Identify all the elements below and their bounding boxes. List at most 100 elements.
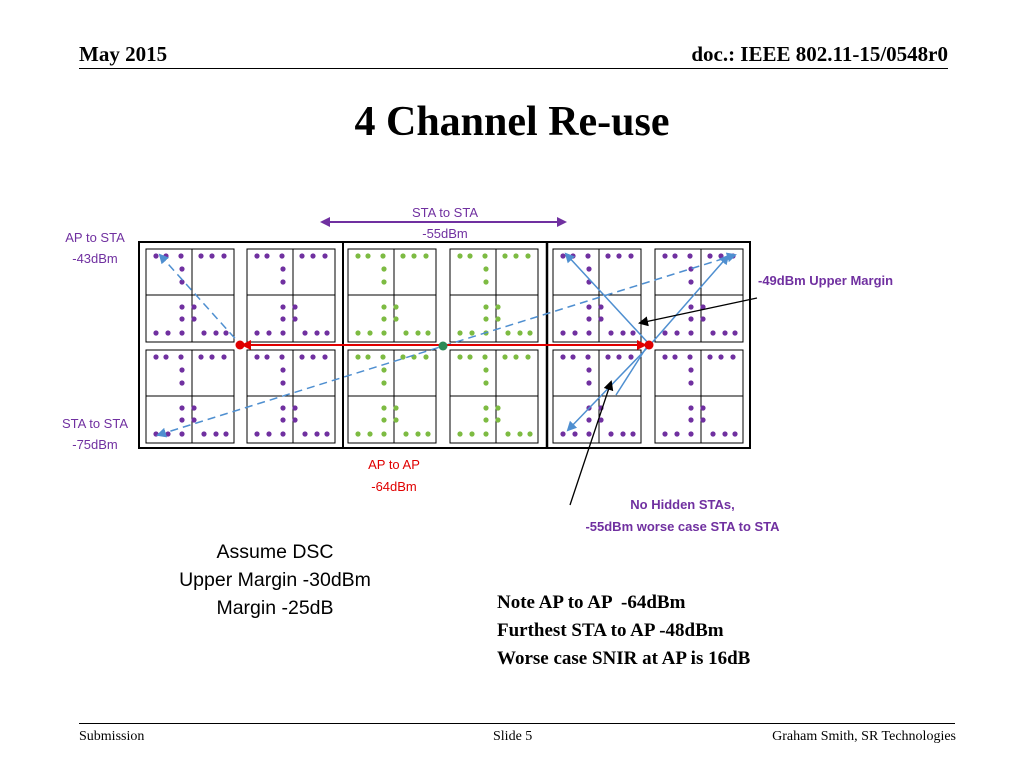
sta-dot — [560, 253, 566, 259]
sta-dot — [365, 253, 371, 259]
sta-dot — [280, 316, 286, 322]
sta-dot — [688, 431, 694, 437]
note-text: Note AP to AP -64dBm Furthest STA to AP … — [497, 589, 750, 673]
sta-dot — [324, 431, 330, 437]
footer-submission: Submission — [79, 729, 145, 744]
sta-dot — [381, 279, 387, 285]
sta-dot — [393, 304, 399, 310]
sta-dot — [153, 354, 159, 360]
header-doc-id: doc.: IEEE 802.11-15/0548r0 — [691, 42, 948, 66]
sta-dot — [505, 431, 511, 437]
sta-dot — [292, 316, 298, 322]
sta-dot — [620, 330, 626, 336]
note-line-1: Note AP to AP -64dBm — [497, 592, 686, 613]
sta-dot — [710, 431, 716, 437]
sta-dot — [598, 316, 604, 322]
sta-dot — [292, 304, 298, 310]
sta-dot — [213, 330, 219, 336]
sta-dot — [280, 431, 286, 437]
sta-dot — [483, 380, 489, 386]
ap-to-ap-label-1: AP to AP — [368, 457, 420, 472]
sta-dot — [469, 330, 475, 336]
sta-dot — [381, 417, 387, 423]
sta-dot — [209, 253, 215, 259]
sta-dot — [191, 304, 197, 310]
ap-to-sta-line — [158, 253, 241, 345]
header-date: May 2015 — [79, 42, 168, 66]
sta-dot — [467, 253, 473, 259]
sta-dot — [560, 354, 566, 360]
sta-dot — [163, 253, 169, 259]
sta-dot — [381, 316, 387, 322]
sta-dot — [425, 431, 431, 437]
sta-dot — [469, 431, 475, 437]
sta-dot — [483, 304, 489, 310]
sta-dot — [586, 330, 592, 336]
sta-dot — [517, 330, 523, 336]
assumption-text: Assume DSC Upper Margin -30dBm Margin -2… — [140, 538, 410, 622]
sta-to-sta-left-label-2: -75dBm — [72, 437, 118, 452]
ap-left — [235, 340, 245, 350]
sta-dot — [605, 354, 611, 360]
sta-dot — [674, 431, 680, 437]
note-line-3: Worse case SNIR at AP is 16dB — [497, 648, 751, 669]
ap-right — [644, 340, 654, 350]
sta-dot — [179, 431, 185, 437]
sta-dot — [393, 316, 399, 322]
sta-dot — [620, 431, 626, 437]
sta-dot — [700, 405, 706, 411]
sta-dot — [153, 330, 159, 336]
sta-dot — [324, 330, 330, 336]
header-rule — [79, 68, 948, 69]
sta-dot — [165, 330, 171, 336]
sta-dot — [393, 405, 399, 411]
sta-dot — [722, 330, 728, 336]
sta-dot — [483, 431, 489, 437]
sta-dot — [605, 253, 611, 259]
sta-dot — [495, 304, 501, 310]
sta-dot — [178, 354, 184, 360]
sta-dot — [586, 316, 592, 322]
sta-dot — [482, 253, 488, 259]
sta-dot — [572, 330, 578, 336]
assume-line-2: Upper Margin -30dBm — [179, 569, 371, 591]
sta-dot — [457, 354, 463, 360]
sta-dot — [367, 330, 373, 336]
sta-dot — [153, 431, 159, 437]
blue-arrow-2 — [649, 254, 730, 346]
no-hidden-label-1: No Hidden STAs, — [630, 497, 735, 512]
slide-title: 4 Channel Re-use — [354, 99, 670, 145]
sta-dot — [280, 304, 286, 310]
footer-author: Graham Smith, SR Technologies — [772, 729, 956, 744]
sta-dot — [662, 330, 668, 336]
sta-dot — [310, 253, 316, 259]
sta-dot — [322, 354, 328, 360]
sta-dot — [687, 253, 693, 259]
sta-dot — [662, 253, 668, 259]
sta-dot — [513, 354, 519, 360]
sta-dot — [264, 354, 270, 360]
upper-margin-pointer — [638, 297, 758, 327]
note-line-2: Furthest STA to AP -48dBm — [497, 620, 724, 641]
sta-dot — [254, 253, 260, 259]
sta-dot — [280, 405, 286, 411]
sta-dot — [381, 431, 387, 437]
sta-dot — [672, 253, 678, 259]
sta-dot — [425, 330, 431, 336]
sta-dot — [266, 330, 272, 336]
sta-dot — [630, 330, 636, 336]
sta-dot — [179, 405, 185, 411]
sta-dot — [280, 417, 286, 423]
sta-to-sta-left-label-1: STA to STA — [62, 416, 128, 431]
sta-dot — [179, 266, 185, 272]
sta-dot — [560, 330, 566, 336]
footer-slide-number: Slide 5 — [493, 729, 533, 744]
sta-dot — [280, 279, 286, 285]
ap-middle — [438, 341, 448, 351]
sta-dot — [525, 253, 531, 259]
sta-dot — [198, 354, 204, 360]
blue-arrow-1 — [564, 252, 651, 346]
sta-dot — [688, 304, 694, 310]
sta-dot — [355, 354, 361, 360]
sta-dot — [415, 431, 421, 437]
